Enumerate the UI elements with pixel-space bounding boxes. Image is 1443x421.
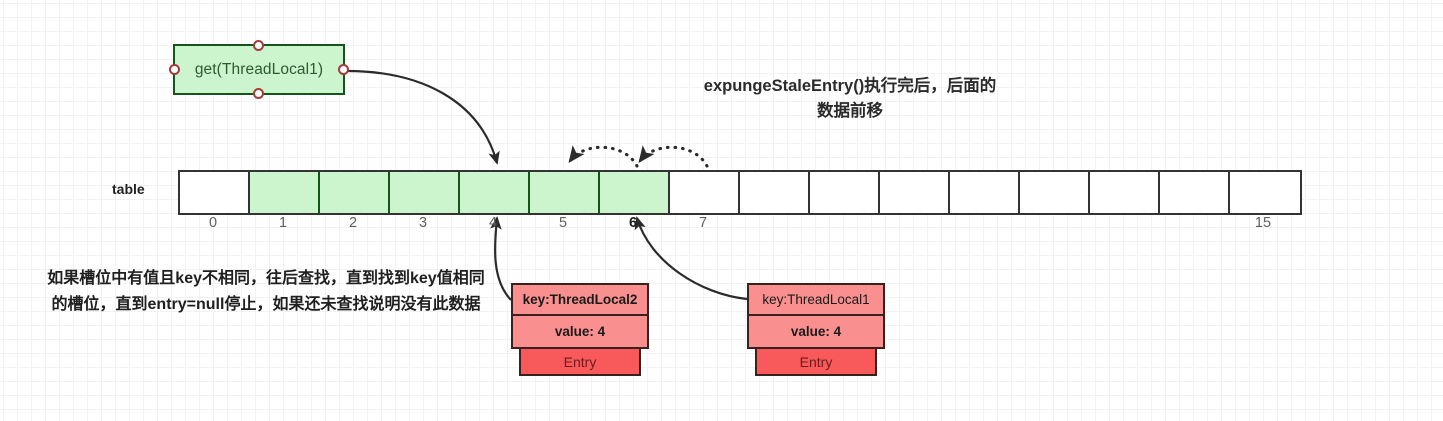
table-index-7: 7 bbox=[698, 215, 708, 231]
table-cell-11[interactable] bbox=[950, 172, 1020, 213]
table-index-0: 0 bbox=[208, 215, 218, 231]
lookup-note: 如果槽位中有值且key不相同，往后查找，直到找到key值相同的槽位，直到entr… bbox=[47, 270, 485, 313]
table-cell-9[interactable] bbox=[810, 172, 880, 213]
entry-value: value: 4 bbox=[511, 316, 649, 349]
table-cell-6[interactable] bbox=[600, 172, 670, 213]
table-index-3: 3 bbox=[418, 215, 428, 231]
table-cell-13[interactable] bbox=[1090, 172, 1160, 213]
table-cell-4[interactable] bbox=[460, 172, 530, 213]
get-threadlocal-label: get(ThreadLocal1) bbox=[194, 60, 324, 78]
entry-box-threadlocal2: key:ThreadLocal2 value: 4 Entry bbox=[511, 283, 649, 376]
entry-footer: Entry bbox=[519, 349, 641, 376]
connection-handle-left[interactable] bbox=[169, 63, 180, 75]
arrow-call-to-slot4 bbox=[346, 69, 500, 165]
diagram-heading: expungeStaleEntry()执行完后，后面的数据前移 bbox=[703, 77, 997, 120]
table-index-15: 15 bbox=[1254, 215, 1272, 231]
entry-box-threadlocal1: key:ThreadLocal1 value: 4 Entry bbox=[747, 283, 885, 376]
table-cell-14[interactable] bbox=[1160, 172, 1230, 213]
entry-key: key:ThreadLocal1 bbox=[747, 283, 885, 316]
arrow-shift-6-to-5 bbox=[568, 145, 639, 168]
entry-footer: Entry bbox=[755, 349, 877, 376]
table-cell-15[interactable] bbox=[1230, 172, 1300, 213]
table-cell-7[interactable] bbox=[670, 172, 740, 213]
table-index-5: 5 bbox=[558, 215, 568, 231]
table-index-6: 6 bbox=[628, 215, 638, 231]
table-cell-12[interactable] bbox=[1020, 172, 1090, 213]
table-index-2: 2 bbox=[348, 215, 358, 231]
connection-handle-bottom[interactable] bbox=[253, 88, 264, 99]
entry-key: key:ThreadLocal2 bbox=[511, 283, 649, 316]
table-cell-0[interactable] bbox=[180, 172, 250, 213]
table-cell-5[interactable] bbox=[530, 172, 600, 213]
table-cell-10[interactable] bbox=[880, 172, 950, 213]
table-index-1: 1 bbox=[278, 215, 288, 231]
connection-handle-right[interactable] bbox=[338, 63, 349, 75]
get-threadlocal-node[interactable]: get(ThreadLocal1) bbox=[169, 40, 349, 99]
arrow-shift-7-to-6 bbox=[638, 145, 709, 168]
table-row bbox=[178, 170, 1302, 215]
entry-value: value: 4 bbox=[747, 316, 885, 349]
table-cell-1[interactable] bbox=[250, 172, 320, 213]
table-cell-8[interactable] bbox=[740, 172, 810, 213]
table-cell-3[interactable] bbox=[390, 172, 460, 213]
table-index-4: 4 bbox=[488, 215, 498, 231]
table-label: table bbox=[112, 181, 145, 197]
table-cell-2[interactable] bbox=[320, 172, 390, 213]
connection-handle-top[interactable] bbox=[253, 40, 264, 51]
